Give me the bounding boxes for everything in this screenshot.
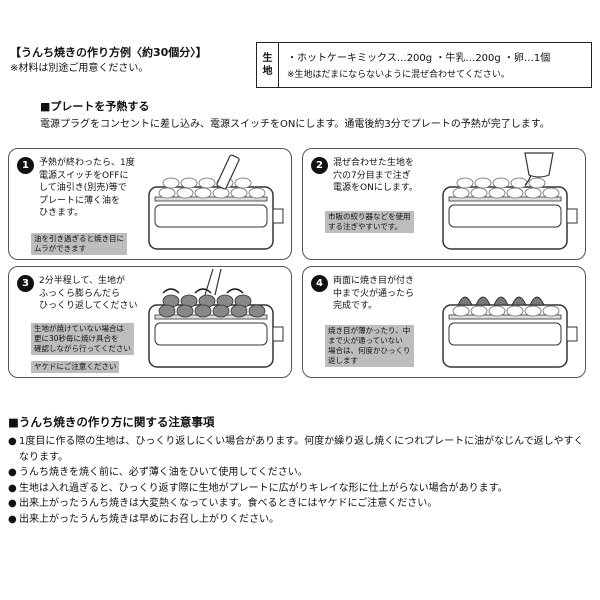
step-number-2: 2	[311, 157, 328, 174]
step-panel-2: 2 混ぜ合わせた生地を 穴の7分目まで注ぎ 電源をONにします。 市販の絞り器な…	[302, 148, 586, 260]
bullet: ●	[8, 498, 17, 509]
caution-item: ● 出来上がったうんち焼きは大変熱くなっています。食べるときにはヤケドにご注意く…	[8, 496, 592, 512]
flipping-illustration	[148, 268, 284, 368]
ingredients-list: ・ホットケーキミックス…200g ・牛乳…200g ・卵…1個	[287, 53, 551, 64]
step-text-1: 予熱が終わったら、1度 電源スイッチをOFFに して油引き(別売)等で プレート…	[39, 158, 135, 218]
step-tip-2: 市販の絞り器などを使用 する注ぎやすいです。	[325, 211, 414, 233]
step-tip-1: 油を引き過ぎると焼き目に ムラができます	[31, 233, 127, 255]
caution-item: ● うんち焼きを焼く前に、必ず薄く油をひいて使用してください。	[8, 465, 592, 481]
preheat-text: 電源プラグをコンセントに差し込み、電源スイッチをONにします。通電後約3分でプレ…	[40, 119, 550, 130]
step-text-3: 2分半程して、生地が ふっくら膨らんだら ひっくり返してください	[39, 276, 138, 311]
caution-item: ● 出来上がったうんち焼きは早めにお召し上がりください。	[8, 512, 592, 528]
step-text-4: 両面に焼き目が付き 中まで火が通ったら 完成です。	[333, 276, 415, 311]
step-tip-3b: ヤケドにご注意ください	[31, 361, 120, 373]
step-panel-3: 3 2分半程して、生地が ふっくら膨らんだら ひっくり返してください 生地が焼け…	[8, 266, 292, 378]
bullet: ●	[8, 513, 17, 525]
step-tip-3a: 生地が焼けていない場合は 更に30秒毎に焼け具合を 確認しながら行ってください	[31, 323, 134, 355]
bullet: ●	[8, 482, 17, 494]
bullet: ●	[8, 436, 17, 447]
bullet: ●	[8, 467, 17, 478]
caution-item: ● 1度目に作る際の生地は、ひっくり返しにくい場合があります。何度か繰り返し焼く…	[8, 434, 592, 465]
step-text-2: 混ぜ合わせた生地を 穴の7分目まで注ぎ 電源をONにします。	[333, 158, 418, 193]
caution-list: ● 1度目に作る際の生地は、ひっくり返しにくい場合があります。何度か繰り返し焼く…	[8, 434, 592, 527]
griddle-oiling-illustration	[148, 154, 284, 250]
recipe-title: 【うんち焼きの作り方例〈約30個分〉】	[10, 46, 207, 59]
ingredients-note: ※生地はだまにならないように混ぜ合わせてください。	[287, 70, 510, 80]
batter-pouring-illustration	[442, 152, 578, 250]
step-number-4: 4	[311, 275, 328, 292]
preheat-heading: ■プレートを予熱する	[40, 100, 150, 113]
step-panel-4: 4 両面に焼き目が付き 中まで火が通ったら 完成です。 焼き目が薄かったり、中 …	[302, 266, 586, 378]
step-number-3: 3	[17, 275, 34, 292]
caution-item: ● 生地は入れ過ぎると、ひっくり返す際に生地がプレートに広がりキレイな形に仕上が…	[8, 481, 592, 497]
step-tip-4: 焼き目が薄かったり、中 まで火が通っていない 場合は、何度かひっくり 返します	[325, 325, 414, 367]
recipe-note: ※材料は別途ご用意ください。	[10, 63, 149, 74]
ingredients-box: 生 地 ・ホットケーキミックス…200g ・牛乳…200g ・卵…1個 ※生地は…	[256, 42, 592, 88]
step-panel-1: 1 予熱が終わったら、1度 電源スイッチをOFFに して油引き(別売)等で プレ…	[8, 148, 292, 260]
ingredients-label: 生 地	[257, 43, 279, 87]
caution-heading: ■うんち焼きの作り方に関する注意事項	[8, 415, 215, 429]
finished-illustration	[442, 296, 578, 368]
step-number-1: 1	[17, 157, 34, 174]
